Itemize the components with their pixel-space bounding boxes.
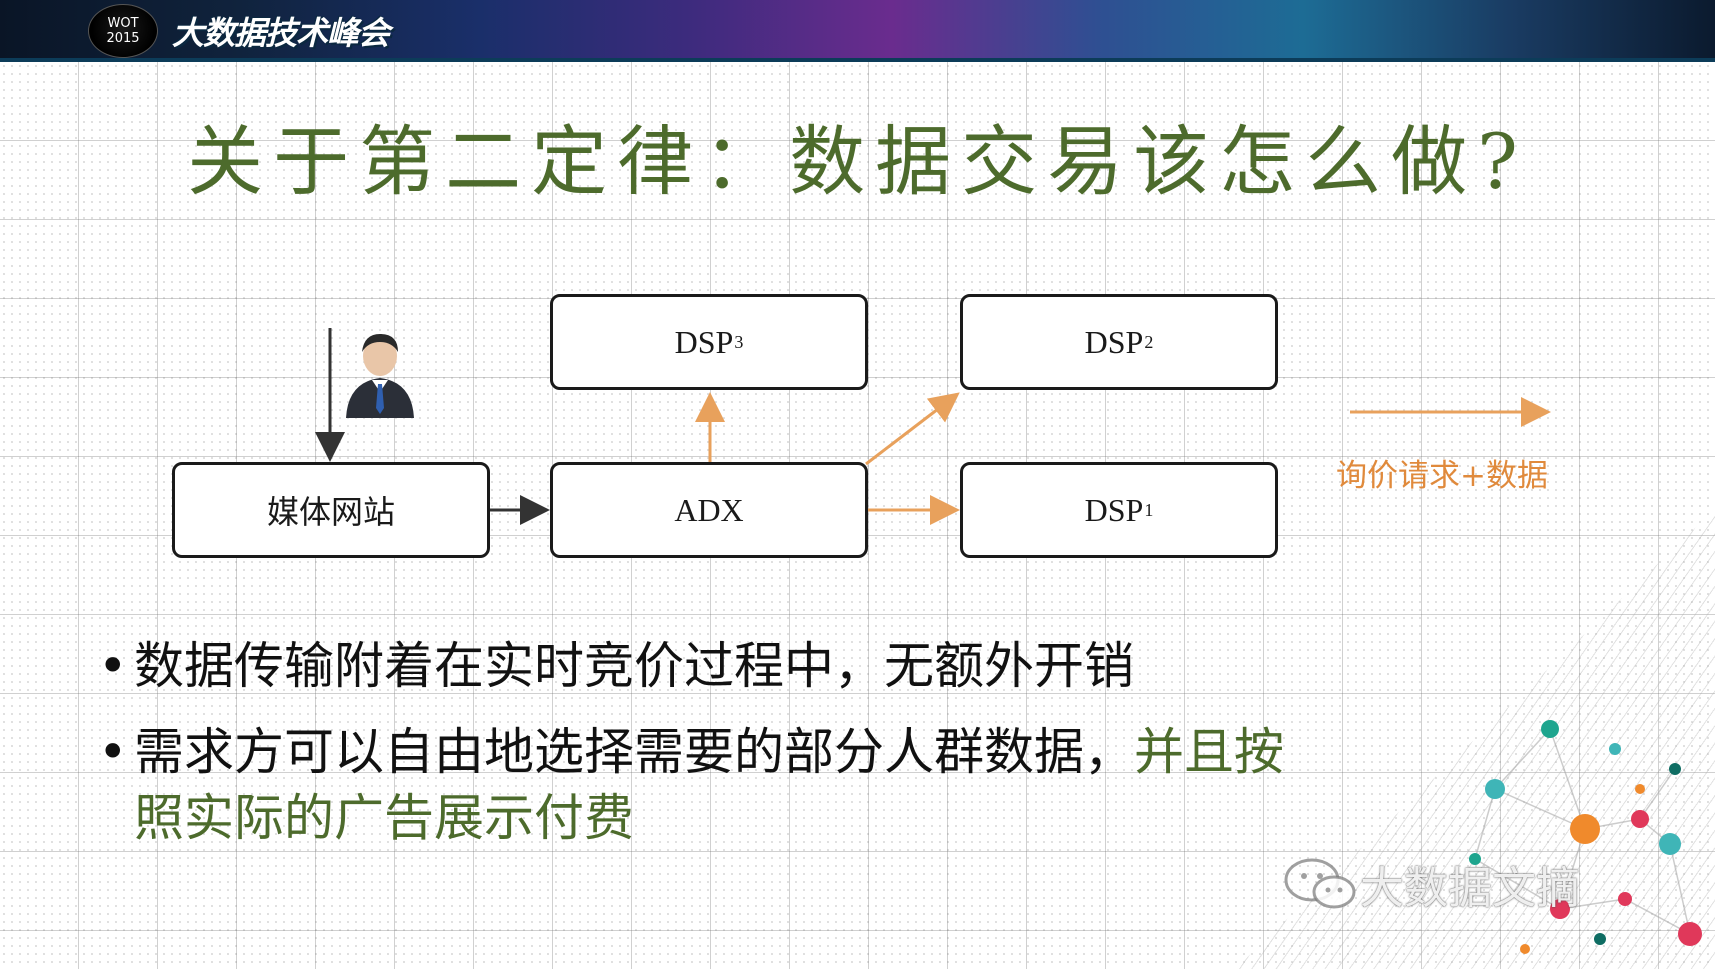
event-name-logo: 大数据技术峰会 bbox=[172, 14, 390, 52]
bullet-list: • 数据传输附着在实时竞价过程中，无额外开销 • 需求方可以自由地选择需要的部分… bbox=[98, 630, 1598, 854]
slide-header-banner: WOT 2015 大数据技术峰会 bbox=[0, 0, 1715, 62]
bullet-dot: • bbox=[98, 637, 128, 695]
media-site-box: 媒体网站 bbox=[172, 462, 490, 558]
bullet-item-1: • 数据传输附着在实时竞价过程中，无额外开销 bbox=[98, 630, 1598, 702]
bullet-text-2-part2: 并且按 bbox=[1134, 723, 1284, 781]
arrow-adx-to-dsp2 bbox=[865, 392, 960, 466]
bullet-dot: • bbox=[98, 723, 128, 781]
network-decoration bbox=[1469, 720, 1702, 954]
bullet-text-2-part1: 需求方可以自由地选择需要的部分人群数据， bbox=[134, 723, 1134, 781]
wot-logo-badge: WOT 2015 bbox=[88, 4, 158, 58]
slide-title: 关于第二定律：数据交易该怎么做? bbox=[187, 117, 1528, 206]
dsp3-label: DSP bbox=[674, 323, 734, 360]
bullet-text-1: 数据传输附着在实时竞价过程中，无额外开销 bbox=[134, 637, 1134, 695]
adx-box: ADX bbox=[550, 462, 868, 558]
businessman-icon bbox=[346, 334, 414, 418]
dsp2-label: DSP bbox=[1084, 323, 1144, 360]
dsp3-subscript: 3 bbox=[734, 331, 744, 352]
dsp2-subscript: 2 bbox=[1144, 331, 1154, 352]
dsp1-subscript: 1 bbox=[1144, 499, 1154, 520]
media-site-label: 媒体网站 bbox=[266, 494, 395, 530]
watermark-text: 大数据文摘 bbox=[1360, 863, 1580, 914]
legend-label: 询价请求+数据 bbox=[1336, 458, 1548, 494]
adx-label: ADX bbox=[674, 491, 744, 528]
bullet-text-2-continuation: 照实际的广告展示付费 bbox=[134, 789, 634, 847]
wechat-icon bbox=[1284, 858, 1356, 909]
wechat-watermark: 大数据文摘 bbox=[1280, 852, 1580, 916]
dsp1-label: DSP bbox=[1084, 491, 1144, 528]
badge-line2: 2015 bbox=[106, 31, 140, 46]
badge-line1: WOT bbox=[107, 16, 139, 31]
bullet-item-2: • 需求方可以自由地选择需要的部分人群数据，并且按 bbox=[98, 716, 1598, 788]
